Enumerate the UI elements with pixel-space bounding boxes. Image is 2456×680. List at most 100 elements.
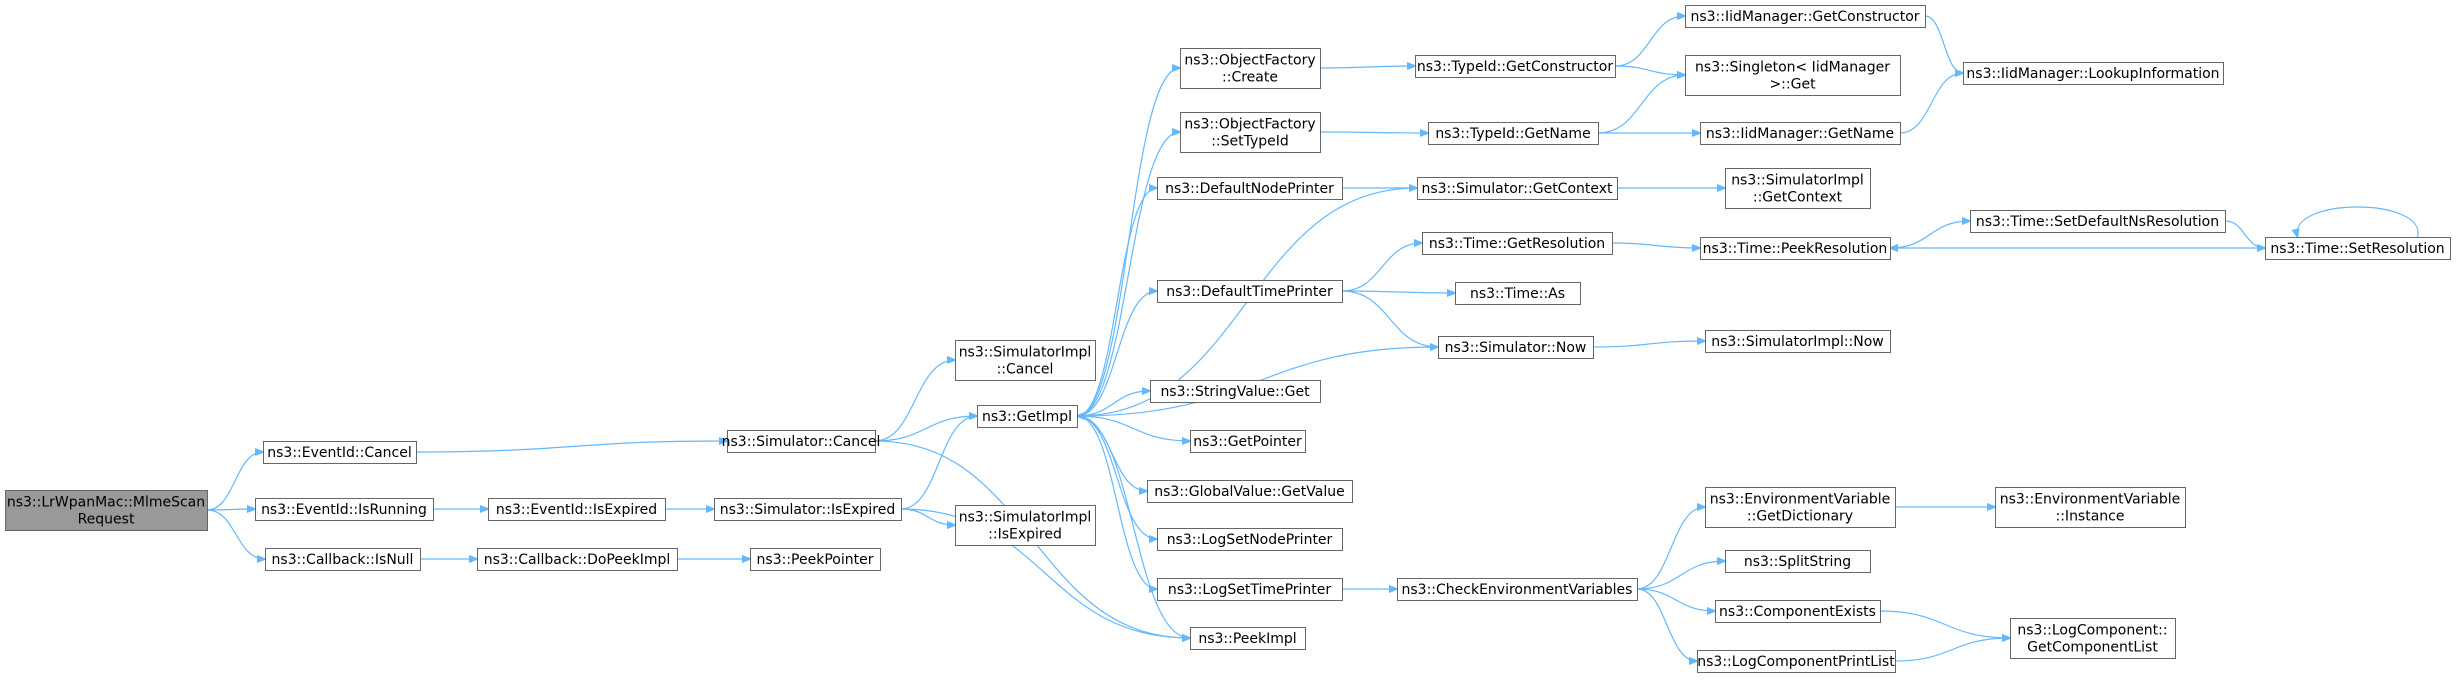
node-iidctor[interactable]: ns3::IidManager::GetConstructor (1685, 5, 1926, 28)
edge-setres-to-setres (2297, 206, 2419, 237)
node-compexists[interactable]: ns3::ComponentExists (1715, 600, 1881, 623)
node-peekpointer[interactable]: ns3::PeekPointer (750, 548, 881, 571)
node-envinst[interactable]: ns3::EnvironmentVariable::Instance (1995, 487, 2186, 528)
edge-simexpired-to-getimpl (900, 416, 977, 510)
node-label: ns3::Simulator::GetContext (1421, 181, 1613, 197)
node-ofsettype[interactable]: ns3::ObjectFactory::SetTypeId (1180, 112, 1321, 153)
node-label: ns3::LogSetTimePrinter (1168, 582, 1332, 598)
node-splitstr[interactable]: ns3::SplitString (1725, 550, 1871, 573)
edge-iidname-to-iidlookup (1899, 73, 1963, 134)
node-box (265, 548, 421, 571)
node-label: ns3::IidManager::GetConstructor (1690, 9, 1919, 25)
node-getimpl[interactable]: ns3::GetImpl (977, 405, 1078, 428)
node-box (1428, 122, 1599, 145)
edge-getimpl-to-ofsettype (1076, 132, 1180, 417)
node-checkenv[interactable]: ns3::CheckEnvironmentVariables (1397, 578, 1638, 601)
node-typename[interactable]: ns3::TypeId::GetName (1428, 122, 1599, 145)
edge-evcancel-to-simcancel (415, 441, 727, 453)
node-simnow[interactable]: ns3::Simulator::Now (1438, 336, 1594, 359)
node-deftime[interactable]: ns3::DefaultTimePrinter (1157, 280, 1343, 303)
node-label: ns3::EventId::IsRunning (261, 502, 427, 518)
node-box (1685, 5, 1926, 28)
node-label: ::GetContext (1753, 190, 1843, 206)
node-box (477, 548, 678, 571)
node-iidlookup[interactable]: ns3::IidManager::LookupInformation (1963, 62, 2224, 85)
node-ofcreate[interactable]: ns3::ObjectFactory::Create (1180, 48, 1321, 89)
node-box (2265, 237, 2451, 260)
node-evrunning[interactable]: ns3::EventId::IsRunning (255, 498, 434, 521)
node-label: ns3::ComponentExists (1719, 604, 1876, 620)
node-label: GetComponentList (2027, 640, 2158, 656)
edge-ofcreate-to-typector (1319, 66, 1415, 68)
node-cbnull[interactable]: ns3::Callback::IsNull (265, 548, 421, 571)
call-edges (206, 15, 2419, 661)
node-label: ns3::LogSetNodePrinter (1167, 532, 1333, 548)
node-timeres[interactable]: ns3::Time::GetResolution (1422, 232, 1613, 255)
edge-iidctor-to-iidlookup (1924, 15, 1963, 73)
node-cbdopeek[interactable]: ns3::Callback::DoPeekImpl (477, 548, 678, 571)
edge-getimpl-to-peekimpl (1076, 415, 1190, 638)
node-iidname[interactable]: ns3::IidManager::GetName (1700, 122, 1901, 145)
node-setres[interactable]: ns3::Time::SetResolution (2265, 237, 2451, 260)
node-evexpired[interactable]: ns3::EventId::IsExpired (488, 498, 666, 521)
node-label: ns3::PeekPointer (757, 552, 874, 568)
node-box (1190, 627, 1306, 650)
node-box (1995, 487, 2186, 528)
node-label: ns3::SimulatorImpl (959, 510, 1092, 526)
edge-getimpl-to-logtime (1076, 415, 1157, 589)
node-evcancel[interactable]: ns3::EventId::Cancel (263, 441, 417, 464)
node-peekres[interactable]: ns3::Time::PeekResolution (1700, 237, 1891, 260)
edge-simcancel-to-implcancel (874, 360, 955, 442)
node-box (1970, 210, 2226, 233)
node-implcancel[interactable]: ns3::SimulatorImpl::Cancel (955, 340, 1096, 381)
node-label: ::Cancel (997, 362, 1054, 378)
node-logtime[interactable]: ns3::LogSetTimePrinter (1157, 578, 1343, 601)
node-box (1397, 578, 1638, 601)
node-simcancel[interactable]: ns3::Simulator::Cancel (722, 430, 881, 453)
node-box (1725, 168, 1871, 209)
node-box (1157, 578, 1343, 601)
node-label: ns3::Simulator::Now (1445, 340, 1587, 356)
node-label: ::Instance (2056, 509, 2125, 525)
node-label: ::GetDictionary (1747, 509, 1853, 525)
node-label: ns3::GetPointer (1193, 434, 1302, 450)
edge-getimpl-to-getpointer (1076, 415, 1190, 441)
node-simctx[interactable]: ns3::Simulator::GetContext (1417, 177, 1618, 200)
node-label: ns3::Time::PeekResolution (1703, 241, 1888, 257)
node-typector[interactable]: ns3::TypeId::GetConstructor (1415, 55, 1616, 78)
node-lognode[interactable]: ns3::LogSetNodePrinter (1157, 528, 1343, 551)
node-complist[interactable]: ns3::LogComponent::GetComponentList (2010, 618, 2176, 659)
edge-peekres-to-setdefres (1889, 221, 1970, 249)
node-box (955, 340, 1096, 381)
node-label: ns3::IidManager::GetName (1706, 126, 1894, 142)
node-box (488, 498, 666, 521)
edge-typename-to-singleton (1597, 75, 1685, 134)
node-logprint[interactable]: ns3::LogComponentPrintList (1697, 650, 1896, 673)
node-box (1157, 528, 1343, 551)
node-implnow[interactable]: ns3::SimulatorImpl::Now (1705, 330, 1891, 353)
node-strget[interactable]: ns3::StringValue::Get (1150, 380, 1321, 403)
node-label: ns3::SimulatorImpl (959, 345, 1092, 361)
node-implexpired[interactable]: ns3::SimulatorImpl::IsExpired (955, 505, 1096, 546)
node-box (1725, 550, 1871, 573)
node-box (727, 430, 876, 453)
node-box (1438, 336, 1594, 359)
node-label: >::Get (1769, 77, 1816, 93)
node-peekimpl[interactable]: ns3::PeekImpl (1190, 627, 1306, 650)
edge-deftime-to-timeas (1341, 291, 1455, 293)
node-envdict[interactable]: ns3::EnvironmentVariable::GetDictionary (1705, 487, 1896, 528)
node-label: ns3::GlobalValue::GetValue (1154, 484, 1344, 500)
node-singleton[interactable]: ns3::Singleton< IidManager >::Get (1685, 55, 1901, 96)
node-getpointer[interactable]: ns3::GetPointer (1190, 430, 1306, 453)
edge-simnow-to-implnow (1592, 341, 1705, 348)
edge-ofsettype-to-typename (1319, 132, 1428, 133)
node-label: Request (78, 512, 135, 528)
node-simexpired[interactable]: ns3::Simulator::IsExpired (714, 498, 902, 521)
node-implctx[interactable]: ns3::SimulatorImpl::GetContext (1725, 168, 1871, 209)
node-timeas[interactable]: ns3::Time::As (1455, 282, 1581, 305)
node-gvget[interactable]: ns3::GlobalValue::GetValue (1147, 480, 1353, 503)
node-setdefres[interactable]: ns3::Time::SetDefaultNsResolution (1970, 210, 2226, 233)
node-defnode[interactable]: ns3::DefaultNodePrinter (1157, 177, 1343, 200)
